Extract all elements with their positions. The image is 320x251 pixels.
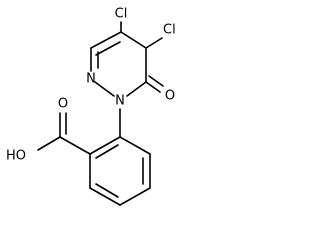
atom-n-lower: N	[115, 94, 125, 109]
benzene-ring	[89, 136, 151, 206]
bond-carboxyl-oh	[37, 136, 61, 151]
atom-o-carbonyl: O	[58, 97, 68, 112]
pyridazinone-ring	[90, 31, 147, 97]
bond-b4-b5	[119, 187, 151, 206]
bond-n2-n1	[94, 81, 115, 97]
bond-b1-b2-inner	[95, 144, 119, 159]
bond-c7-o-inner	[148, 75, 164, 87]
bond-c4-c5-inner	[95, 41, 121, 56]
bond-b3-b4-inner	[95, 183, 119, 198]
atom-cl-right: Cl	[163, 23, 176, 38]
atom-o-ketone: O	[165, 89, 175, 104]
bond-c5-c6	[120, 31, 147, 49]
atom-n-upper: N	[86, 72, 96, 87]
bond-c6-cl	[145, 37, 163, 49]
chemical-structure: Cl Cl N N O HO O	[6, 7, 176, 206]
bond-c7-o	[145, 81, 161, 93]
bond-b6-b1	[119, 136, 151, 155]
atom-hydroxyl: HO	[6, 149, 26, 164]
bond-b3-b4	[89, 187, 121, 206]
bond-b1-b2	[89, 136, 121, 155]
bond-c4-c5	[90, 31, 122, 49]
bond-c7-n2	[126, 81, 147, 97]
atom-cl-top: Cl	[115, 7, 128, 22]
bond-ring-carboxyl	[59, 136, 91, 155]
